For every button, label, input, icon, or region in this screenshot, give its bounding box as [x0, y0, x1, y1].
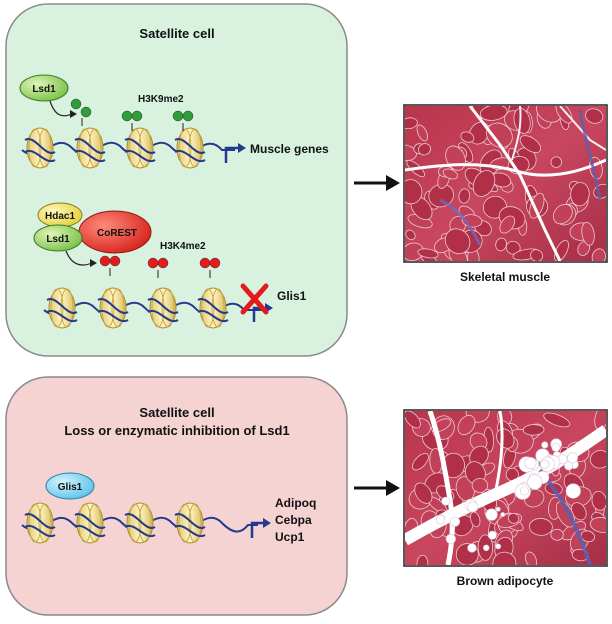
arrowhead-icon [263, 518, 271, 528]
methyl-mark-single [70, 98, 92, 126]
bottom-panel-title-1: Satellite cell [139, 405, 214, 420]
glis1-factor-oval [45, 472, 95, 500]
lsd1-enzyme-oval [19, 74, 69, 102]
mark-label-h3k4me2: H3K4me2 [160, 241, 206, 252]
methyl-mark-pair [147, 257, 169, 278]
caption-brown-adipocyte: Brown adipocyte [457, 574, 554, 588]
arrow-to-brown-adipocyte-icon [354, 480, 400, 496]
nucleosome-icon [46, 287, 78, 329]
curved-arrow-icon [49, 100, 73, 117]
corest-label: CoREST [97, 228, 137, 239]
lsd1-enzyme-oval [33, 224, 83, 252]
target-cebpa: Cebpa [275, 513, 312, 527]
nucleosome-icon [74, 127, 106, 169]
target-muscle-genes: Muscle genes [250, 142, 329, 156]
tss-arrow-icon [250, 521, 264, 538]
nucleosome-row-top-2 [46, 287, 229, 329]
arrowhead-icon [90, 259, 97, 267]
nucleosome-icon [124, 127, 156, 169]
target-adipoq: Adipoq [275, 496, 316, 510]
skeletal-muscle-micrograph [403, 104, 608, 263]
nucleosome-row-bottom [24, 502, 206, 544]
curved-arrow-icon [65, 250, 93, 266]
bottom-panel [5, 376, 348, 616]
arrowhead-icon [238, 143, 246, 153]
arrow-to-skeletal-muscle-icon [354, 175, 400, 191]
red-x-icon [240, 283, 269, 315]
methyl-marks-row-2 [99, 255, 221, 278]
hdac1-label: Hdac1 [45, 211, 75, 222]
nucleosome-icon [97, 287, 129, 329]
brown-adipocyte-micrograph [403, 409, 608, 567]
methyl-mark-pair [199, 257, 221, 278]
arrowhead-icon [70, 110, 77, 118]
nucleosome-icon [74, 502, 106, 544]
caption-skeletal-muscle: Skeletal muscle [460, 270, 550, 284]
target-ucp1: Ucp1 [275, 530, 305, 544]
methyl-mark-pair [172, 110, 194, 131]
nucleosome-icon [174, 127, 206, 169]
nucleosome-icon [174, 502, 206, 544]
nucleosome-icon [197, 287, 229, 329]
methyl-marks-row-1 [70, 98, 194, 131]
nucleosome-icon [124, 502, 156, 544]
nucleosome-icon [24, 502, 56, 544]
top-panel [5, 3, 348, 357]
lsd1-label-2: Lsd1 [46, 234, 70, 245]
top-panel-title: Satellite cell [139, 26, 214, 41]
lsd1-label-1: Lsd1 [32, 84, 56, 95]
tss-arrow-icon [224, 146, 240, 163]
nucleosome-row-top-1 [24, 127, 206, 169]
target-glis1: Glis1 [277, 289, 307, 303]
bottom-panel-title-2: Loss or enzymatic inhibition of Lsd1 [64, 423, 289, 438]
mark-label-h3k9me2: H3K9me2 [138, 94, 184, 105]
methyl-mark-pair [121, 110, 143, 131]
nucleosome-icon [147, 287, 179, 329]
nucleosome-icon [24, 127, 56, 169]
glis1-factor-label: Glis1 [58, 482, 83, 493]
methyl-mark-pair [99, 255, 121, 276]
